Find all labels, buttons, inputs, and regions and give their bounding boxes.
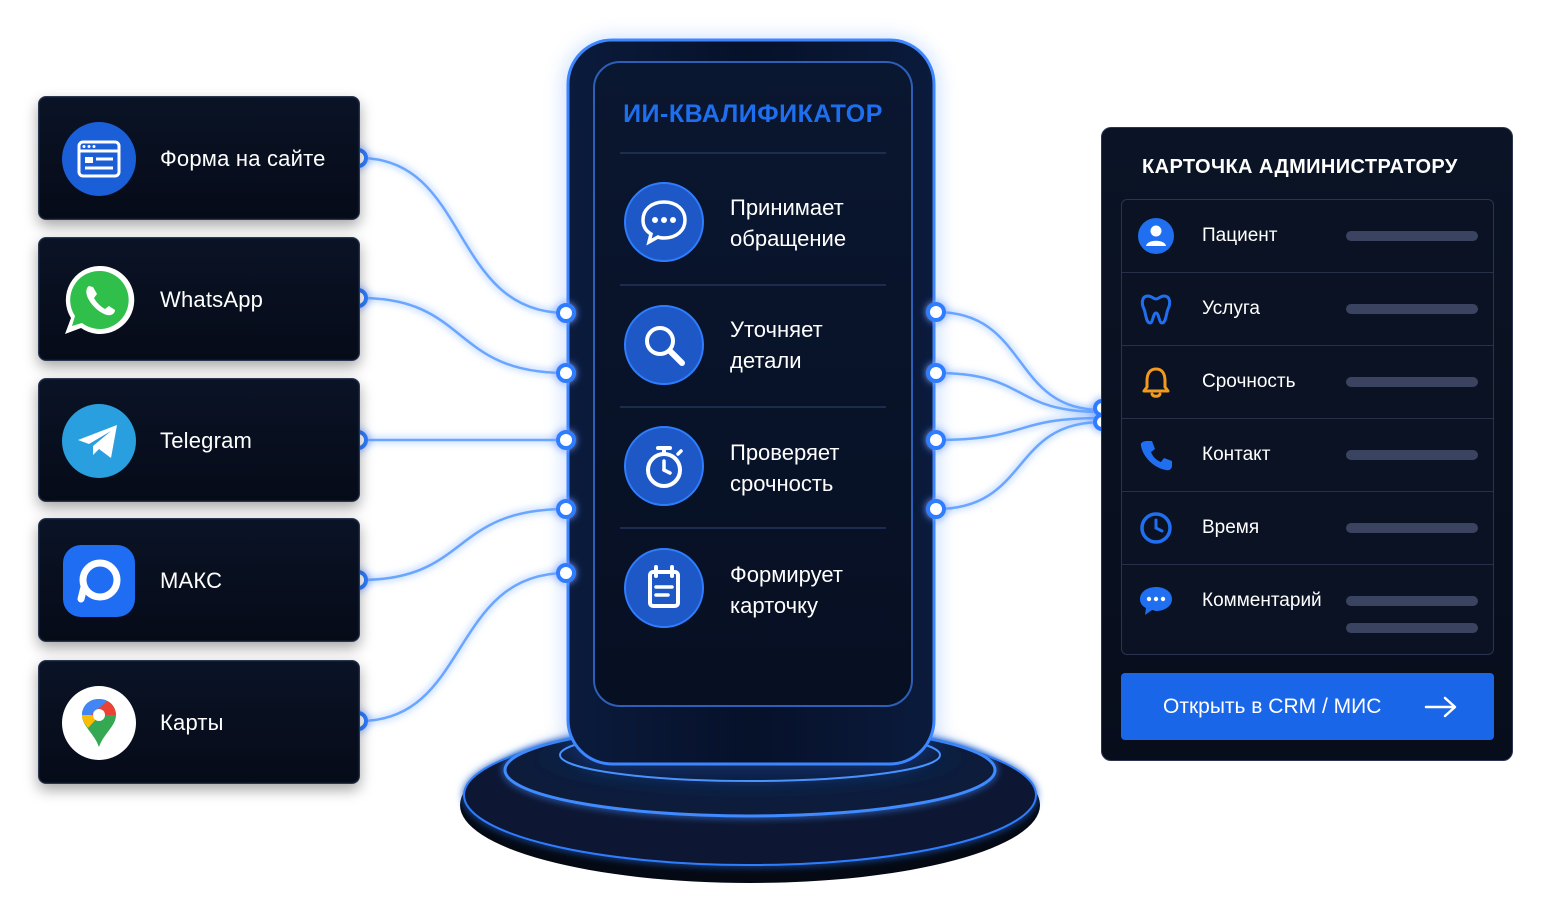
qualifier-title: ИИ-КВАЛИФИКАТОР	[623, 100, 883, 128]
step-urgency-label: Проверяет срочность	[730, 440, 840, 496]
right-connectors	[935, 310, 1103, 511]
step-card-label: Формирует карточку	[730, 562, 843, 618]
channel-card-max[interactable]: МАКС	[38, 518, 360, 642]
field-row-time: Время	[1122, 492, 1493, 565]
field-value-placeholder	[1346, 523, 1478, 533]
channel-label: МАКС	[160, 568, 223, 593]
channel-label: Форма на сайте	[160, 146, 326, 171]
left-connectors	[359, 156, 567, 723]
chat-dots-icon	[1138, 583, 1174, 619]
field-row-patient: Пациент	[1122, 200, 1493, 273]
browser-form-icon	[61, 121, 137, 197]
field-row-comment: Комментарий	[1122, 565, 1493, 655]
field-value-placeholder	[1346, 304, 1478, 314]
magnifier-icon	[624, 305, 704, 385]
stopwatch-icon	[624, 426, 704, 506]
max-messenger-icon	[61, 543, 137, 619]
admin-card-title: КАРТОЧКА АДМИНИСТРАТОРУ	[1142, 156, 1458, 178]
bell-icon	[1138, 364, 1174, 400]
field-row-service: Услуга	[1122, 273, 1493, 346]
phone-icon	[1138, 437, 1174, 473]
channel-card-whatsapp[interactable]: WhatsApp	[38, 237, 360, 361]
clock-icon	[1138, 510, 1174, 546]
clipboard-icon	[624, 548, 704, 628]
channel-label: WhatsApp	[160, 287, 264, 312]
field-row-contact: Контакт	[1122, 419, 1493, 492]
field-value-placeholder	[1346, 231, 1478, 241]
admin-card: КАРТОЧКА АДМИНИСТРАТОРУ Пациент	[1101, 127, 1513, 761]
open-in-crm-button[interactable]: Открыть в CRM / МИС	[1121, 673, 1494, 740]
channel-label: Карты	[160, 710, 224, 735]
qualifier-screen: ИИ-КВАЛИФИКАТОР Принимает обращение Уточ…	[594, 62, 912, 706]
admin-fields: Пациент Услуга Ср	[1121, 199, 1494, 655]
channel-label: Telegram	[160, 428, 253, 453]
channel-card-telegram[interactable]: Telegram	[38, 378, 360, 502]
channel-card-web-form[interactable]: Форма на сайте	[38, 96, 360, 220]
field-row-urgency: Срочность	[1122, 346, 1493, 419]
step-clarify-label: Уточняет детали	[730, 317, 823, 373]
channel-card-maps[interactable]: Карты	[38, 660, 360, 784]
chat-bubble-icon	[624, 182, 704, 262]
step-receive-label: Принимает обращение	[730, 195, 847, 251]
google-maps-icon	[61, 685, 137, 761]
tooth-icon	[1138, 291, 1174, 327]
arrow-right-icon	[1424, 696, 1457, 718]
telegram-icon	[61, 403, 137, 479]
field-value-placeholder	[1346, 596, 1478, 606]
whatsapp-icon	[61, 262, 137, 338]
field-value-placeholder	[1346, 450, 1478, 460]
field-value-placeholder	[1346, 623, 1478, 633]
field-value-placeholder	[1346, 377, 1478, 387]
user-icon	[1138, 218, 1174, 254]
